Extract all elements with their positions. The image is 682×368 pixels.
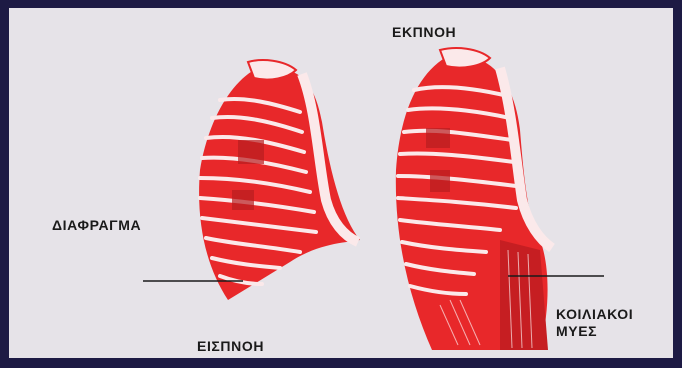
- inhale-label: ΕΙΣΠΝΟΗ: [197, 338, 264, 355]
- exhale-label: ΕΚΠΝΟΗ: [392, 24, 456, 41]
- ribcage-exhale-icon: [396, 48, 552, 350]
- diaphragm-label: ΔΙΑΦΡΑΓΜΑ: [52, 217, 141, 234]
- abdominal-muscles-label: ΚΟΙΛΙΑΚΟΙ ΜΥΕΣ: [556, 306, 633, 340]
- abdominal-muscles-label-line1: ΚΟΙΛΙΑΚΟΙ: [556, 306, 633, 323]
- abdominal-muscles-label-line2: ΜΥΕΣ: [556, 323, 633, 340]
- ribcage-inhale-icon: [199, 60, 360, 300]
